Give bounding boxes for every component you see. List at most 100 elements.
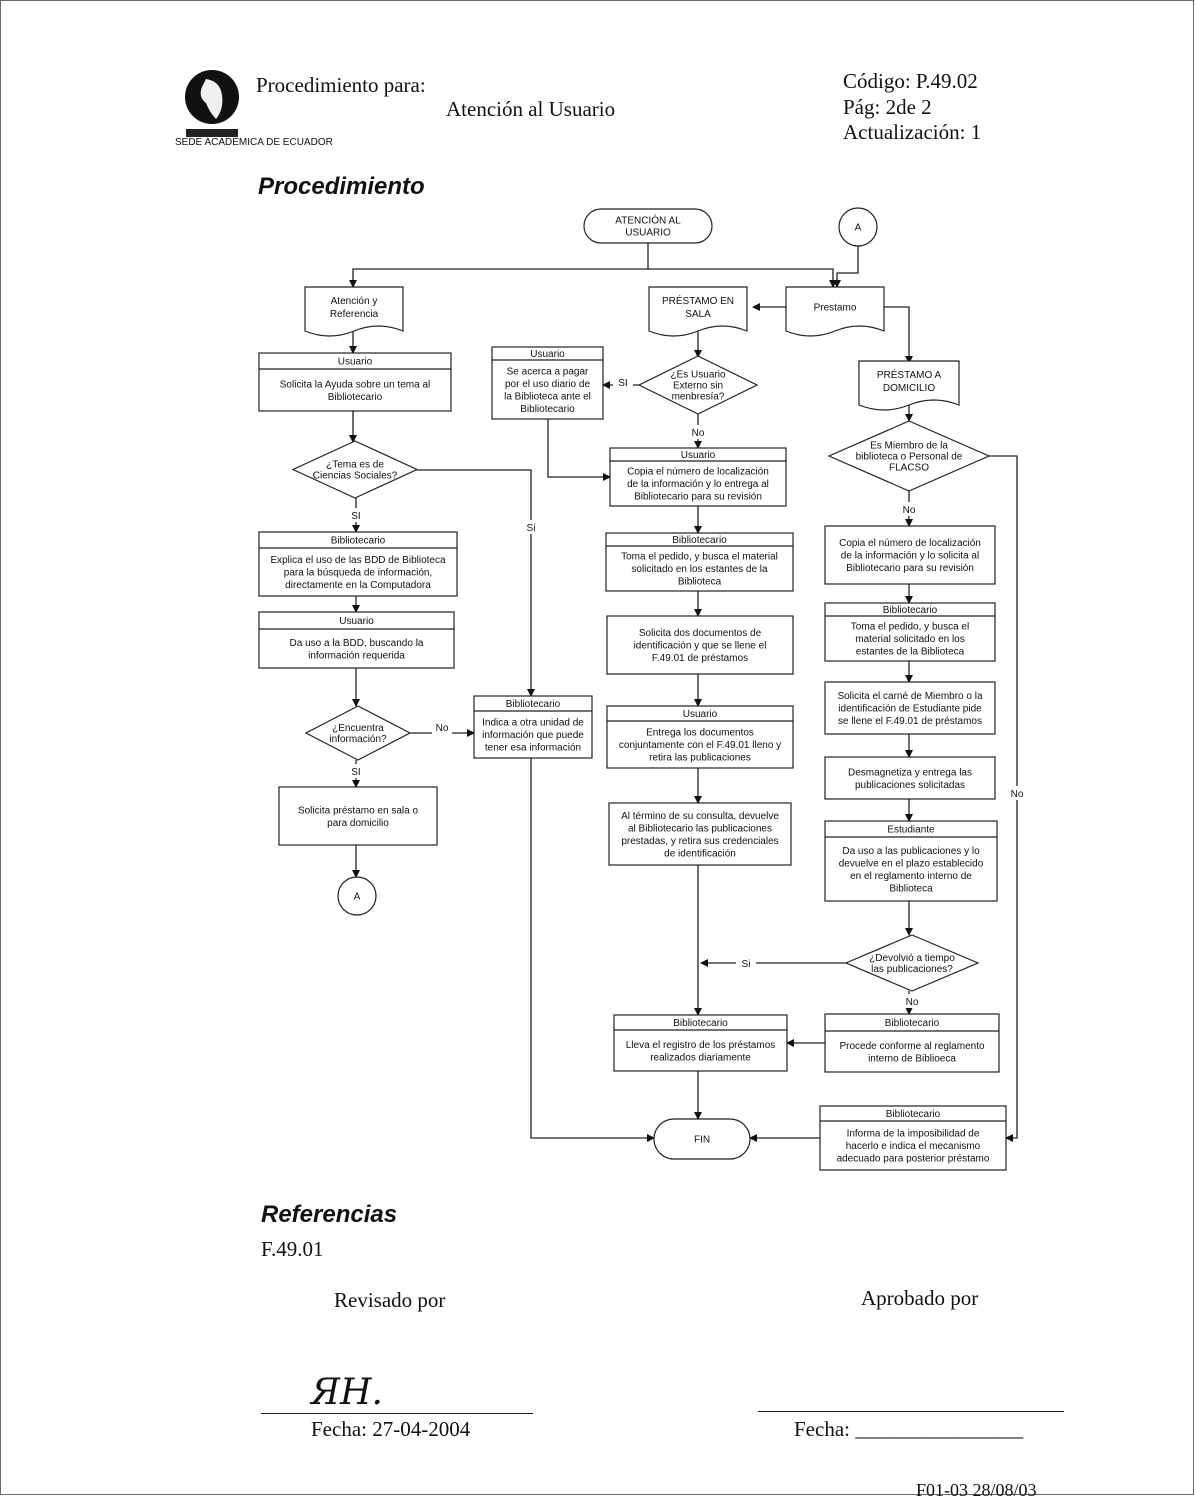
edge-label-2: No xyxy=(903,505,916,516)
d_encuentra-text: ¿Encuentra xyxy=(332,723,384,734)
edge-label-bg-6 xyxy=(346,764,366,778)
doc_prestamo_sala-text: SALA xyxy=(685,309,711,320)
p_biblio_indica-text: Indica a otra unidad de xyxy=(482,718,584,729)
p_usuario_copia-text: Bibliotecario para su revisión xyxy=(634,492,762,503)
procedure-title: Atención al Usuario xyxy=(446,97,616,121)
p_usuario_copia-text: de la información y lo entrega al xyxy=(627,479,769,490)
doc_prestamo_dom-node xyxy=(858,360,960,411)
conn_a_top-text: A xyxy=(855,223,862,234)
flow-edge-29 xyxy=(417,469,535,697)
p_registro-text: Lleva el registro de los préstamos xyxy=(626,1040,776,1051)
d_miembro-node xyxy=(827,420,991,492)
conn_a_bottom-node xyxy=(337,876,377,916)
reviewer-signature: ЯН. xyxy=(311,1372,383,1413)
p_usuario_copia-node: Usuario xyxy=(609,447,787,507)
p_biblio_toma_dom-text: estantes de la Biblioteca xyxy=(856,647,965,658)
p_devuelve_sala-text: Al término de su consulta, devuelve xyxy=(621,811,779,822)
p_solicita_carne-text: se llene el F.49.01 de préstamos xyxy=(838,716,982,727)
p_solicita_prestamo-node xyxy=(278,786,438,846)
flow-edge-10 xyxy=(547,419,611,481)
p_solicita_docs-node xyxy=(606,615,794,675)
p_reglamento-node: Bibliotecario xyxy=(824,1013,1000,1073)
p_devuelve_sala-text: prestadas, y retira sus credenciales xyxy=(621,836,778,847)
edge-label-3: SI xyxy=(351,511,360,522)
p_biblio_explica-text: para la búsqueda de información, xyxy=(284,568,432,579)
edge-label-bg-0 xyxy=(613,375,633,389)
p_usuario_entrega-text: conjuntamente con el F.49.01 lleno y xyxy=(619,740,781,751)
edge-label-bg-3 xyxy=(346,508,366,522)
d_encuentra-node xyxy=(304,705,412,761)
p_solicita_docs-text: identificación y que se llene el xyxy=(634,641,767,652)
p_biblio_explica-header: Bibliotecario xyxy=(331,536,386,547)
p_solicita_carne-text: Solicita el carné de Miembro o la xyxy=(837,691,983,702)
p_reglamento-header: Bibliotecario xyxy=(885,1018,940,1029)
p_registro-node: Bibliotecario xyxy=(613,1014,788,1072)
p_biblio_toma_dom-text: material solicitado en los xyxy=(855,634,965,645)
p_estudiante-text: Biblioteca xyxy=(889,883,933,894)
d_devolvio-text: ¿Devolvió a tiempo xyxy=(869,953,955,964)
p_usuario_entrega-text: Entrega los documentos xyxy=(646,728,754,739)
p_reglamento-text: Procede conforme al reglamento xyxy=(839,1041,985,1052)
page-number: Pág: 2de 2 xyxy=(843,95,932,119)
edge-label-bg-4 xyxy=(736,956,756,970)
edge-label-7: Si xyxy=(527,523,536,534)
p_registro-header: Bibliotecario xyxy=(673,1018,728,1029)
p_estudiante-text: devuelve en el plazo establecido xyxy=(839,858,984,869)
p_usuario_bdd-text: información requerida xyxy=(308,650,405,661)
d_tema-text: Ciencias Sociales? xyxy=(313,471,398,482)
edge-label-5: No xyxy=(906,997,919,1008)
p_desmagnetiza-text: Desmagnetiza y entrega las xyxy=(848,767,972,778)
fin-text: FIN xyxy=(694,1135,710,1146)
approver-signature-line xyxy=(758,1411,1064,1412)
p_solicita_prestamo-text: Solicita préstamo en sala o xyxy=(298,805,419,816)
procedure-heading: Procedimiento xyxy=(258,173,425,200)
p_usuario_pagar-text: la Biblioteca ante el xyxy=(504,391,591,402)
doc_prestamo_dom-text: DOMICILIO xyxy=(883,383,935,394)
p_estudiante-node: Estudiante xyxy=(824,820,998,902)
p_usuario_copia-header: Usuario xyxy=(681,450,716,461)
start-text: USUARIO xyxy=(625,228,671,239)
flow-edge-1 xyxy=(648,268,837,288)
conn_a_top-node xyxy=(838,207,878,247)
doc_atencion-text: Referencia xyxy=(330,309,379,320)
p_biblio_toma_sala-text: Biblioteca xyxy=(678,577,722,588)
p_usuario_ayuda-text: Solicita la Ayuda sobre un tema al xyxy=(280,379,430,390)
p_devuelve_sala-text: al Bibliotecario las publicaciones xyxy=(628,823,772,834)
approved-by-label: Aprobado por xyxy=(861,1286,979,1310)
p_desmagnetiza-text: publicaciones solicitadas xyxy=(855,780,965,791)
doc_atencion-text: Atención y xyxy=(331,296,378,307)
p_solicita_docs-text: Solicita dos documentos de xyxy=(639,628,762,639)
references-heading: Referencias xyxy=(261,1201,398,1228)
p_devuelve_sala-node xyxy=(608,802,792,866)
flow-edge-2 xyxy=(833,246,859,288)
p_biblio_indica-text: información que puede xyxy=(482,730,584,741)
fin-node xyxy=(653,1118,751,1160)
reviewer-signature-line xyxy=(261,1413,533,1414)
start-text: ATENCIÓN AL xyxy=(615,214,681,227)
edge-label-bg-5 xyxy=(902,994,922,1008)
p_usuario_ayuda-header: Usuario xyxy=(338,357,373,368)
p_usuario_pagar-text: por el uso diario de xyxy=(505,379,590,390)
flow-edge-36 xyxy=(530,758,655,1142)
p_usuario_pagar-text: Bibliotecario xyxy=(520,404,575,415)
d_externo-text: menbresía? xyxy=(672,392,725,403)
d_miembro-text: biblioteca o Personal de xyxy=(856,452,963,463)
p_usuario_bdd-text: Da uso a la BDD, buscando la xyxy=(290,638,424,649)
reference-item: F.49.01 xyxy=(261,1237,324,1261)
doc_prestamo_sala-text: PRÉSTAMO EN xyxy=(662,294,734,307)
p_usuario_bdd-node: Usuario xyxy=(258,611,455,669)
p_biblio_toma_dom-node: Bibliotecario xyxy=(824,602,996,662)
edge-label-0: SI xyxy=(618,378,627,389)
p_copia_dom-text: Copia el número de localización xyxy=(839,538,981,549)
edge-label-6: SI xyxy=(351,767,360,778)
p_biblio_indica-header: Bibliotecario xyxy=(506,699,561,710)
p_solicita_docs-text: F.49.01 de préstamos xyxy=(652,653,748,664)
p_usuario_entrega-node: Usuario xyxy=(606,705,794,769)
flow-edge-0 xyxy=(349,243,649,288)
p_biblio_indica-text: tener esa información xyxy=(485,743,581,754)
d_encuentra-text: información? xyxy=(329,734,387,745)
conn_a_bottom-text: A xyxy=(354,892,361,903)
p_estudiante-header: Estudiante xyxy=(887,825,935,836)
